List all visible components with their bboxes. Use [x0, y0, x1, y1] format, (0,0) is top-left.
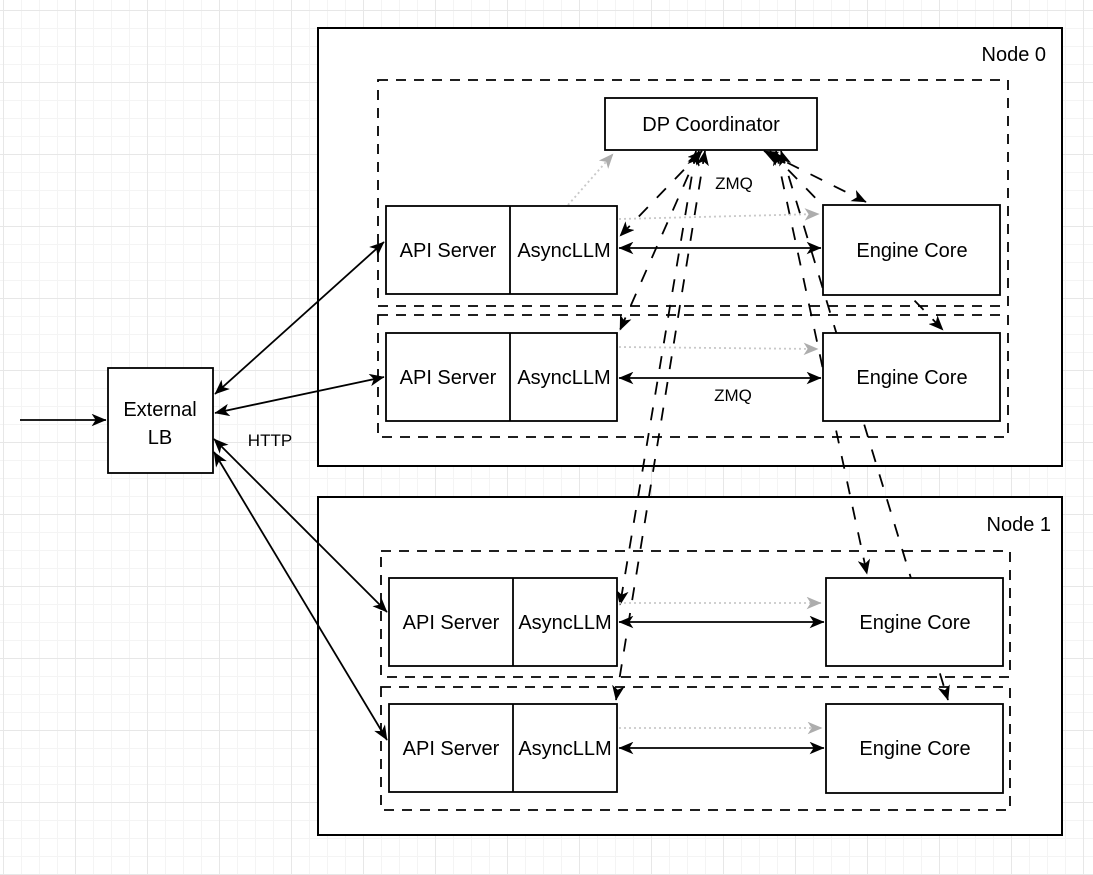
engine-core-label: Engine Core [856, 240, 967, 262]
engine-core-label: Engine Core [859, 738, 970, 760]
asyncllm-label: AsyncLLM [517, 240, 610, 262]
api-server-label: API Server [403, 738, 500, 760]
engine-core-box-node0-2[interactable]: Engine Core [822, 332, 1001, 422]
api-asyncllm-box-node1-1[interactable]: API Server AsyncLLM [388, 577, 618, 667]
api-asyncllm-box-node1-2[interactable]: API Server AsyncLLM [388, 703, 618, 793]
external-lb-label-line1: External [123, 399, 196, 421]
edge-label-zmq-row2: ZMQ [714, 386, 752, 405]
external-lb-box[interactable]: External LB [107, 367, 214, 474]
engine-core-box-node1-1[interactable]: Engine Core [825, 577, 1004, 667]
edge-lb-api1 [214, 241, 385, 395]
edge-asyncllm1-enginecore1-dotted [618, 208, 820, 221]
external-lb-label-line2: LB [148, 427, 172, 449]
dp-coordinator-box[interactable]: DP Coordinator [604, 97, 818, 151]
asyncllm-label: AsyncLLM [518, 612, 611, 634]
asyncllm-label: AsyncLLM [518, 738, 611, 760]
dp-coordinator-label: DP Coordinator [642, 114, 780, 136]
edge-lb-api2 [214, 373, 385, 417]
edge-asyncllm1-dp-dotted [567, 153, 614, 206]
asyncllm-label: AsyncLLM [517, 367, 610, 389]
api-asyncllm-box-node0-1[interactable]: API Server AsyncLLM [385, 205, 618, 295]
edge-label-http: HTTP [248, 431, 292, 450]
api-server-label: API Server [400, 240, 497, 262]
edge-lb-api4 [213, 451, 388, 741]
node1-label: Node 1 [987, 514, 1052, 536]
engine-core-label: Engine Core [856, 367, 967, 389]
edge-label-zmq-top: ZMQ [715, 174, 753, 193]
node0-label: Node 0 [982, 44, 1047, 66]
api-server-label: API Server [403, 612, 500, 634]
api-asyncllm-box-node0-2[interactable]: API Server AsyncLLM [385, 332, 618, 422]
engine-core-box-node1-2[interactable]: Engine Core [825, 703, 1004, 794]
api-server-label: API Server [400, 367, 497, 389]
engine-core-box-node0-1[interactable]: Engine Core [822, 204, 1001, 296]
engine-core-label: Engine Core [859, 612, 970, 634]
edge-asyncllm2-enginecore2-dotted [618, 342, 819, 356]
